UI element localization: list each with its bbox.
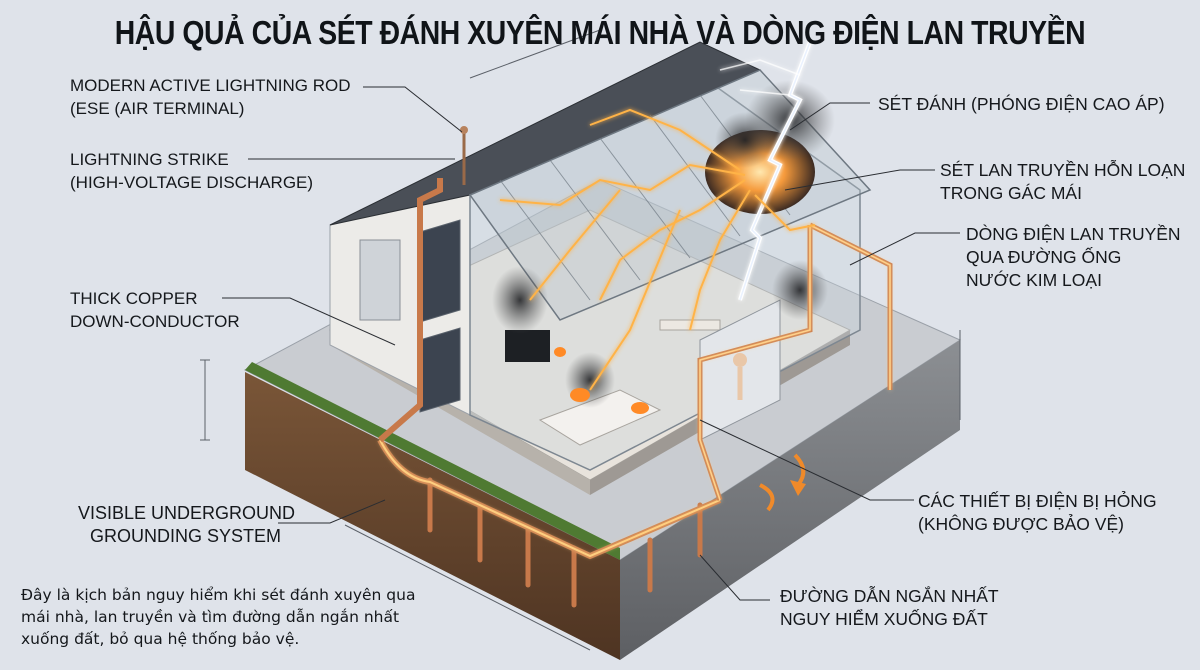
label-line: DOWN-CONDUCTOR bbox=[70, 312, 240, 331]
label-thiet-bi-hong: CÁC THIẾT BỊ ĐIỆN BỊ HỎNG (KHÔNG ĐƯỢC BẢ… bbox=[918, 490, 1157, 536]
label-line: TRONG GÁC MÁI bbox=[940, 183, 1082, 203]
label-line: VISIBLE UNDERGROUND bbox=[78, 503, 296, 523]
label-line: (KHÔNG ĐƯỢC BẢO VỆ) bbox=[918, 514, 1124, 534]
down-conductor bbox=[378, 178, 443, 443]
label-line: SÉT LAN TRUYỀN HỖN LOẠN bbox=[940, 160, 1186, 180]
label-line: (HIGH-VOLTAGE DISCHARGE) bbox=[70, 173, 314, 192]
current-arrow-2 bbox=[759, 483, 775, 512]
label-lightning-rod: MODERN ACTIVE LIGHTNING ROD (ESE (AIR TE… bbox=[70, 74, 351, 120]
soil-right-face bbox=[620, 340, 960, 660]
leader-lines bbox=[222, 86, 960, 601]
tv bbox=[505, 330, 550, 362]
label-line: GROUNDING SYSTEM bbox=[90, 526, 282, 546]
grounding-rods bbox=[427, 477, 703, 608]
grass-edge bbox=[245, 362, 620, 560]
fires bbox=[554, 347, 649, 414]
label-line: ĐƯỜNG DẪN NGẮN NHẤT bbox=[780, 586, 999, 606]
label-dong-dien-ong-nuoc: DÒNG ĐIỆN LAN TRUYỀN QUA ĐƯỜNG ỐNG NƯỚC … bbox=[966, 223, 1181, 292]
label-line: LIGHTNING STRIKE bbox=[70, 150, 229, 169]
label-line: DÒNG ĐIỆN LAN TRUYỀN bbox=[966, 224, 1181, 244]
label-lightning-strike-en: LIGHTNING STRIKE (HIGH-VOLTAGE DISCHARGE… bbox=[70, 148, 313, 194]
label-line: MODERN ACTIVE LIGHTNING ROD bbox=[70, 76, 351, 95]
dimension-lines bbox=[200, 29, 961, 651]
label-line: (ESE (AIR TERMINAL) bbox=[70, 99, 245, 118]
label-line: QUA ĐƯỜNG ỐNG bbox=[966, 247, 1122, 267]
label-line: CÁC THIẾT BỊ ĐIỆN BỊ HỎNG bbox=[918, 491, 1157, 511]
label-line: THICK COPPER bbox=[70, 289, 198, 308]
label-down-conductor: THICK COPPER DOWN-CONDUCTOR bbox=[70, 287, 240, 333]
label-line: NGUY HIỂM XUỐNG ĐẤT bbox=[780, 609, 988, 629]
attic-arcs bbox=[499, 108, 816, 391]
label-set-danh: SÉT ĐÁNH (PHÓNG ĐIỆN CAO ÁP) bbox=[878, 93, 1165, 116]
label-line: SÉT ĐÁNH (PHÓNG ĐIỆN CAO ÁP) bbox=[878, 94, 1165, 114]
label-line: NƯỚC KIM LOẠI bbox=[966, 270, 1102, 290]
label-duong-dan-ngan: ĐƯỜNG DẪN NGẮN NHẤT NGUY HIỂM XUỐNG ĐẤT bbox=[780, 585, 999, 631]
label-set-lan-truyen: SÉT LAN TRUYỀN HỖN LOẠN TRONG GÁC MÁI bbox=[940, 159, 1185, 205]
smoke bbox=[492, 80, 835, 408]
label-grounding-system: VISIBLE UNDERGROUND GROUNDING SYSTEM bbox=[78, 502, 295, 548]
explanation-note: Đây là kịch bản nguy hiểm khi sét đánh x… bbox=[21, 586, 416, 648]
page-title: HẬU QUẢ CỦA SÉT ĐÁNH XUYÊN MÁI NHÀ VÀ DÒ… bbox=[114, 14, 1086, 51]
